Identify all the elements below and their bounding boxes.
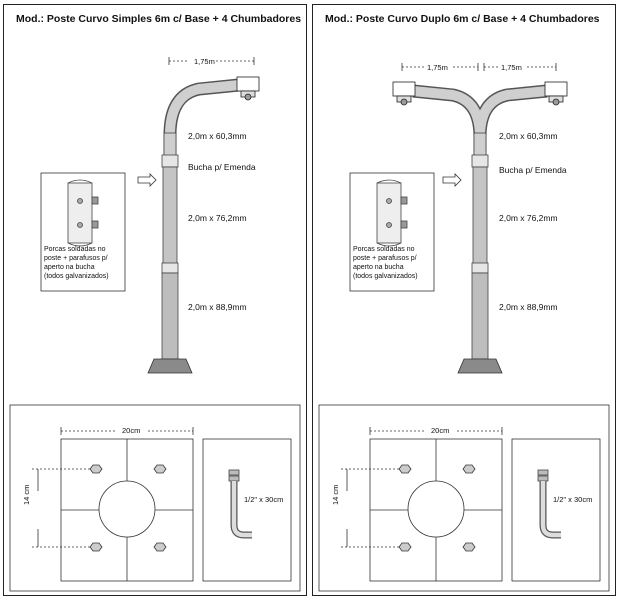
- detail-arrow: [442, 173, 462, 187]
- arm-span-right-label: 1,75m: [501, 63, 522, 72]
- anchor-bolt-label: 1/2" x 30cm: [553, 495, 593, 504]
- anchor-bolt-box: [202, 438, 292, 582]
- anchor-bolt-label: 1/2" x 30cm: [244, 495, 284, 504]
- arm-span-dimension-left: [401, 63, 479, 71]
- bushing-detail-drawing: [376, 179, 408, 247]
- detail-arrow: [137, 173, 157, 187]
- base-plate: [457, 358, 503, 374]
- luminaire-left: [392, 81, 416, 106]
- section-middle-label: 2,0m x 76,2mm: [499, 213, 558, 223]
- joint-bushing-1: [161, 154, 179, 168]
- base-plate-top-view: [369, 438, 503, 582]
- pole-section-bottom: [161, 272, 179, 360]
- section-bottom-label: 2,0m x 88,9mm: [499, 302, 558, 312]
- base-detail-frame: [318, 404, 610, 592]
- section-top-label: 2,0m x 60,3mm: [188, 131, 247, 141]
- arm-span-left-label: 1,75m: [427, 63, 448, 72]
- section-bottom-label: 2,0m x 88,9mm: [188, 302, 247, 312]
- single-pole-drawing: [9, 57, 301, 592]
- joint-bushing-2: [161, 262, 179, 274]
- base-plate-top-view: [60, 438, 194, 582]
- luminaire: [236, 76, 260, 101]
- joint-bushing-1: [471, 154, 489, 168]
- arm-span-dimension-right: [483, 63, 557, 71]
- section-top-label: 2,0m x 60,3mm: [499, 131, 558, 141]
- base-width-dimension: [369, 427, 503, 435]
- double-pole-drawing: [318, 63, 610, 592]
- single-pole-panel: Mod.: Poste Curvo Simples 6m c/ Base + 4…: [3, 4, 307, 596]
- bushing-note: Porcas soldadas no poste + parafusos p/ …: [44, 246, 109, 280]
- panel-title: Mod.: Poste Curvo Duplo 6m c/ Base + 4 C…: [325, 13, 600, 25]
- base-height-label: 14 cm: [22, 484, 31, 505]
- panel-title: Mod.: Poste Curvo Simples 6m c/ Base + 4…: [16, 13, 302, 25]
- base-height-label: 14 cm: [331, 484, 340, 505]
- bushing-note: Porcas soldadas no poste + parafusos p/ …: [353, 246, 418, 280]
- joint-label: Bucha p/ Emenda: [188, 162, 256, 172]
- pole-section-middle: [472, 166, 488, 266]
- base-width-label: 20cm: [431, 426, 450, 435]
- base-height-dimension: [32, 468, 92, 548]
- anchor-bolt-drawing: [228, 469, 252, 539]
- base-width-label: 20cm: [122, 426, 141, 435]
- joint-bushing-2: [471, 262, 489, 274]
- pole-section-bottom: [471, 272, 489, 360]
- base-width-dimension: [60, 427, 194, 435]
- luminaire-right: [544, 81, 568, 106]
- anchor-bolt-box: [511, 438, 601, 582]
- arm-span-label: 1,75m: [194, 57, 215, 66]
- anchor-bolt-drawing: [537, 469, 561, 539]
- base-plate: [147, 358, 193, 374]
- arm-span-dimension: [168, 57, 255, 65]
- base-detail-frame: [9, 404, 301, 592]
- base-height-dimension: [341, 468, 401, 548]
- double-pole-panel: Mod.: Poste Curvo Duplo 6m c/ Base + 4 C…: [312, 4, 616, 596]
- pole-section-middle: [162, 166, 178, 266]
- bushing-detail-drawing: [67, 179, 99, 247]
- joint-label: Bucha p/ Emenda: [499, 165, 567, 175]
- section-middle-label: 2,0m x 76,2mm: [188, 213, 247, 223]
